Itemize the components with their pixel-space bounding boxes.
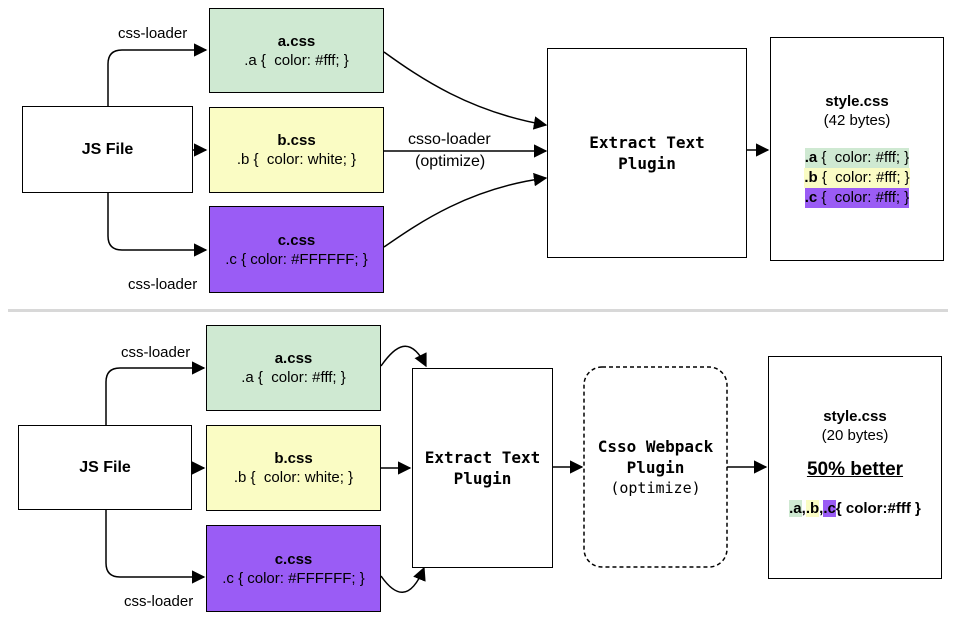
b-css-box-top: b.css .b { color: white; } [209,107,384,193]
css-loader-label-bottom-a: css-loader [121,344,191,361]
output-title-bottom: style.css [823,408,887,425]
arrow-js-to-c-bottom [105,510,206,584]
c-css-box-bottom: c.css .c { color: #FFFFFF; } [206,525,381,612]
output-rule-a-body: { color: #fff; } [817,149,910,166]
output-rule-b-body: { color: #fff; } [817,169,910,186]
output-title-top: style.css [825,93,889,110]
js-file-label: JS File [81,140,134,158]
merged-body: { color:#fff } [835,500,921,517]
csso-optimize: (optimize) [610,479,701,497]
arrow-js-to-a-bottom [105,361,206,425]
arrow-c-to-extract-bottom [380,566,426,593]
extract-title-line1-bottom: Extract Text [424,448,541,467]
a-css-rule: .a { color: #fff; } [244,51,349,69]
css-loader-label-bottom-c: css-loader [124,593,194,610]
js-file-label-bottom: JS File [79,458,131,476]
csso-plugin-border [583,366,728,568]
arrow-c-to-extract-top [383,172,548,248]
b-css-name: b.css [277,132,316,149]
arrow-js-to-c-top [107,193,208,257]
js-file-box-top: JS File [22,106,193,193]
css-loader-label-top-a: css-loader [118,25,188,42]
c-css-rule-bottom: .c { color: #FFFFFF; } [222,569,365,587]
c-css-box-top: c.css .c { color: #FFFFFF; } [209,206,384,293]
extract-title-line2-bottom: Plugin [453,469,512,488]
output-rule-c-body: { color: #fff; } [817,189,910,206]
section-divider [8,309,948,312]
arrow-a-to-extract-top [383,51,548,130]
js-file-box-bottom: JS File [18,425,192,510]
merged-sel-c: .c [823,500,836,517]
extract-text-plugin-top: Extract Text Plugin [547,48,747,258]
output-rule-b-sel: .b [804,169,818,186]
a-css-name: a.css [277,32,316,50]
output-rule-a-sel: .a [804,149,818,166]
arrow-js-to-a-top [107,43,208,106]
a-css-name-bottom: a.css [274,350,313,367]
merged-sel-a: .a [789,500,802,517]
arrow-a-to-extract-bottom [380,345,427,368]
c-css-rule: .c { color: #FFFFFF; } [225,250,368,268]
b-css-box-bottom: b.css .b { color: white; } [206,425,381,511]
output-size-bottom: (20 bytes) [821,427,889,444]
output-rule-b: .b { color: #fff; } [804,168,910,188]
merged-sel-b: .b [805,500,820,517]
optimize-label-top: (optimize) [415,153,486,170]
css-loader-label-top-c: css-loader [128,276,198,293]
b-css-rule: .b { color: white; } [236,151,357,168]
output-rule-c-sel: .c [804,189,818,206]
merged-comma-1: , [801,500,806,517]
style-css-output-bottom: style.css (20 bytes) 50% better .a,.b,.c… [768,356,942,579]
a-css-box-top: a.css .a { color: #fff; } [209,8,384,93]
extract-title-line2: Plugin [618,154,676,173]
csso-loader-label: csso-loader [406,131,493,149]
a-css-rule-bottom: .a { color: #fff; } [241,369,346,386]
csso-webpack-plugin: Csso Webpack Plugin (optimize) [584,367,727,567]
output-rule-c: .c { color: #fff; } [804,188,910,208]
csso-title-line2: Plugin [626,458,685,477]
c-css-name: c.css [277,231,316,249]
extract-title-line1: Extract Text [589,133,705,152]
b-css-rule-bottom: .b { color: white; } [233,469,354,486]
a-css-box-bottom: a.css .a { color: #fff; } [206,325,381,411]
csso-title-line1: Csso Webpack [597,437,714,456]
b-css-name-bottom: b.css [274,450,313,467]
better-label: 50% better [806,459,904,480]
merged-comma-2: , [819,500,824,517]
output-size-top: (42 bytes) [823,112,891,129]
style-css-output-top: style.css (42 bytes) .a { color: #fff; }… [770,37,944,261]
extract-text-plugin-bottom: Extract Text Plugin [412,368,553,568]
c-css-name-bottom: c.css [274,550,313,568]
output-merged-rule: .a,.b,.c{ color:#fff } [789,499,921,519]
output-rule-a: .a { color: #fff; } [804,148,910,168]
